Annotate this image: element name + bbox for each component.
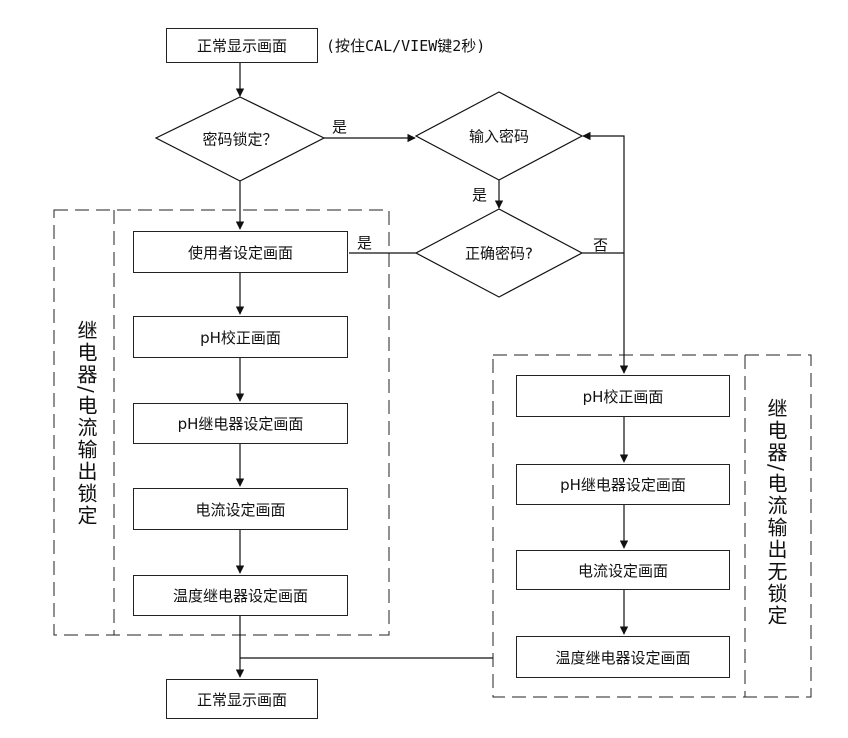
hold-key-hint: (按住CAL/VIEW键2秒) bbox=[326, 37, 486, 55]
arrow-no-back-to-enter bbox=[582, 131, 625, 253]
start-display-label: 正常显示画面 bbox=[196, 37, 287, 55]
left-box-current-setting-label: 电流设定画面 bbox=[195, 500, 286, 519]
right-box-temp-relay-label: 温度继电器设定画面 bbox=[555, 648, 691, 667]
left-box-ph-calibration: pH校正画面 bbox=[133, 316, 348, 358]
left-box-temp-relay: 温度继电器设定画面 bbox=[133, 575, 348, 616]
right-group-title: 继电器/电流输出无锁定 bbox=[764, 398, 788, 627]
right-box-temp-relay: 温度继电器设定画面 bbox=[516, 636, 730, 678]
right-dashed-group bbox=[492, 354, 812, 698]
edge-label-lock-yes: 是 bbox=[332, 118, 348, 136]
left-box-current-setting: 电流设定画面 bbox=[133, 488, 348, 530]
lock-check-label: 密码锁定？ bbox=[202, 130, 278, 149]
left-box-ph-relay: pH继电器设定画面 bbox=[133, 403, 348, 444]
start-display-box: 正常显示画面 bbox=[166, 28, 318, 63]
decision-correct-diamond bbox=[414, 208, 584, 298]
left-box-temp-relay-label: 温度继电器设定画面 bbox=[172, 587, 308, 605]
right-box-current-setting: 电流设定画面 bbox=[516, 550, 730, 590]
left-group-title: 继电器/电流输出锁定 bbox=[74, 320, 98, 527]
right-box-current-setting-label: 电流设定画面 bbox=[577, 561, 668, 580]
end-display-label: 正常显示画面 bbox=[196, 690, 287, 709]
left-box-ph-calibration-label: pH校正画面 bbox=[200, 328, 281, 347]
right-box-ph-calibration-label: pH校正画面 bbox=[582, 387, 664, 406]
left-dashed-group bbox=[53, 209, 390, 636]
right-box-ph-relay-label: pH继电器设定画面 bbox=[560, 476, 686, 494]
left-box-user-setting-label: 使用者设定画面 bbox=[187, 243, 293, 262]
right-box-ph-calibration: pH校正画面 bbox=[516, 375, 730, 417]
left-box-ph-relay-label: pH继电器设定画面 bbox=[177, 415, 304, 433]
password-correct-label: 正确密码? bbox=[465, 244, 533, 263]
edge-label-correct-no: 否 bbox=[593, 236, 609, 254]
right-box-ph-relay: pH继电器设定画面 bbox=[516, 464, 730, 505]
edge-label-correct-yes: 是 bbox=[357, 234, 373, 252]
enter-password-label: 输入密码 bbox=[468, 127, 530, 146]
left-box-user-setting: 使用者设定画面 bbox=[133, 231, 348, 273]
end-display-box: 正常显示画面 bbox=[166, 679, 318, 719]
edge-label-enter-yes: 是 bbox=[472, 186, 488, 204]
